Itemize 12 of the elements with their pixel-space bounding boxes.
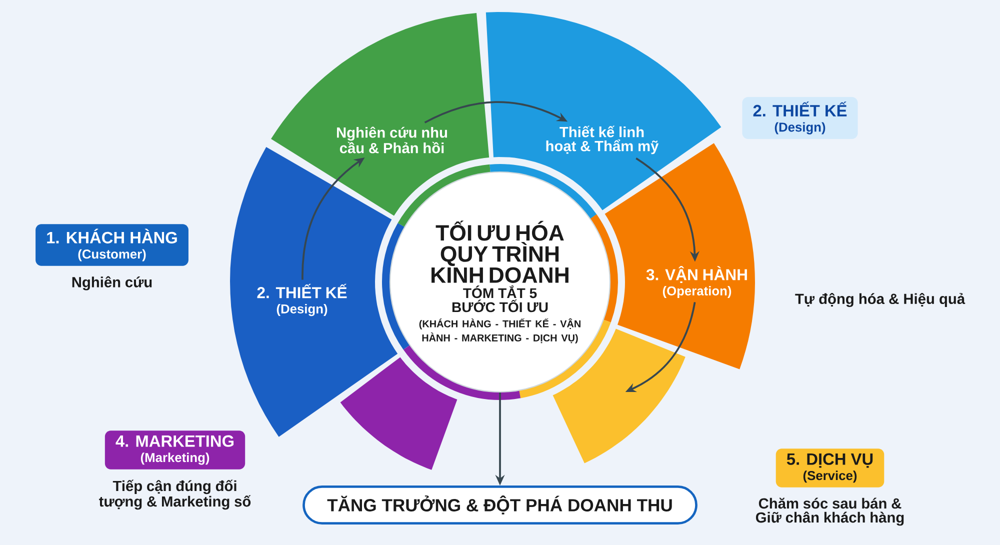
result-banner: TĂNG TRƯỞNG & ĐỘT PHÁ DOANH THU	[302, 485, 698, 524]
description-text: Tiếp cận đúng đối tượng & Marketing số	[99, 480, 251, 510]
description-text: Nghiên cứu	[72, 276, 152, 290]
process-segment	[340, 357, 458, 470]
description-text: Chăm sóc sau bán & Giữ chân khách hàng	[756, 498, 904, 526]
process-segment: Nghiên cứu nhu cầu & Phản hồi	[271, 13, 490, 216]
step-label-box: 4. MARKETING (Marketing)	[104, 430, 246, 470]
description-text: Tự động hóa & Hiệu quả	[795, 292, 966, 308]
step-label-box: 5. DỊCH VỤ (Service)	[776, 448, 884, 488]
step-label-box: 2. THIẾT KẾ (Design)	[742, 96, 858, 139]
step-label-box: 1. KHÁCH HÀNG (Customer)	[36, 224, 188, 266]
process-segment: Thiết kế linh hoạt & Thẩm mỹ	[486, 12, 722, 210]
